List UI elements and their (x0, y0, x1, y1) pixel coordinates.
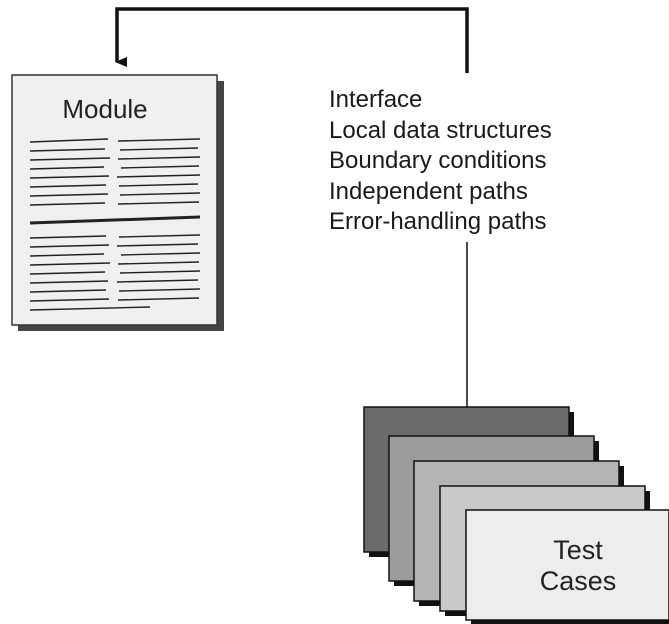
test-cases-label-line2: Cases (539, 566, 617, 596)
module-text-lines (29, 138, 201, 311)
test-area-list: Interface Local data structures Boundary… (329, 85, 552, 238)
test-area-item: Boundary conditions (329, 147, 547, 174)
test-area-item: Independent paths (329, 177, 528, 205)
test-area-item: Interface (329, 86, 423, 113)
test-case-stack (363, 406, 669, 624)
test-area-item: Local data structures (329, 116, 552, 144)
test-cases-label: Test Cases (518, 535, 638, 597)
test-case-card-front (465, 509, 669, 624)
module-document (11, 74, 224, 331)
module-title: Module (62, 94, 148, 124)
test-cases-label-line1: Test (553, 535, 603, 565)
feedback-arrow (115, 7, 469, 73)
test-area-item: Error-handling paths (329, 208, 547, 235)
